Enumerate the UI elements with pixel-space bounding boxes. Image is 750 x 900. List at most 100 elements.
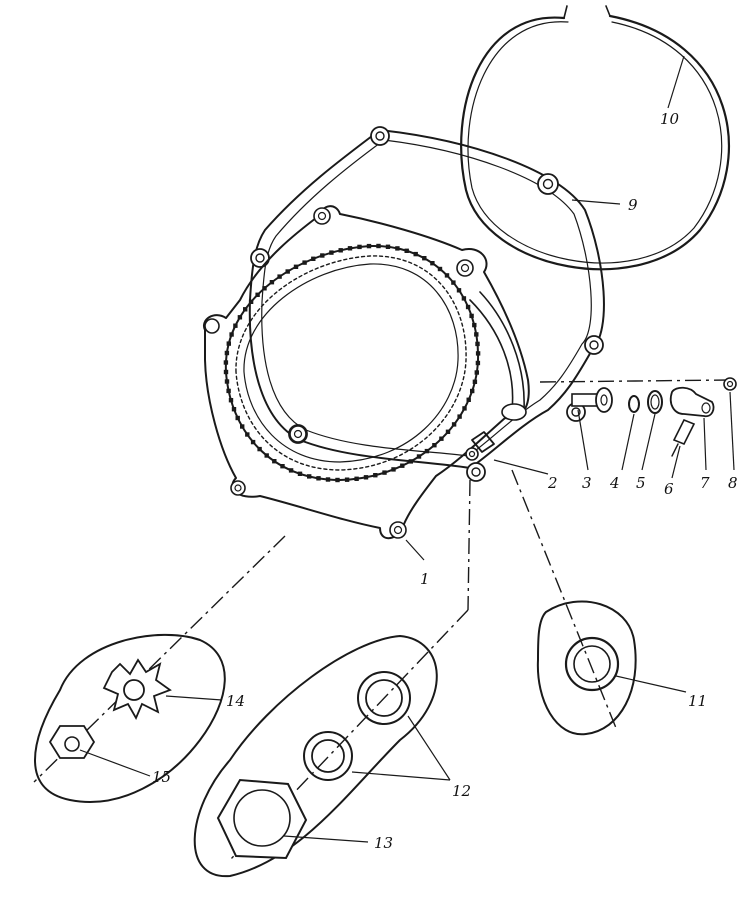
gear-tooth [422,256,427,261]
gear-tooth [280,464,285,469]
gear-tooth [257,446,262,452]
gear-tooth [400,463,405,468]
gear-tooth [474,370,479,375]
gear-tooth [457,414,462,419]
gear-tooth [297,471,303,476]
label-14: 14 [226,692,245,710]
gear-tooth [320,253,325,258]
gear-tooth [226,341,231,346]
gear-tooth [474,332,479,337]
shaft-assembly-parts-3-8 [539,377,737,457]
gear-tooth [223,369,229,375]
label-8: 8 [728,474,738,492]
gear-tooth [408,459,413,464]
gear-tooth [277,274,282,279]
gear-tooth [391,467,396,472]
gear-tooth [307,474,312,479]
gear-tooth [245,432,250,437]
gear-tooth [437,266,443,272]
gear-tooth [385,244,391,249]
gear-tooth [366,243,372,249]
label-9: 9 [628,196,638,214]
label-3: 3 [582,474,592,492]
gear-tooth [472,379,478,384]
label-12: 12 [452,782,471,800]
housing-part-1 [202,205,530,539]
label-7: 7 [700,474,710,492]
gear-tooth [456,288,462,293]
gear-tooth [338,248,343,253]
gear-tooth [272,459,277,464]
gear-tooth [439,436,444,441]
detail-bushing [511,469,637,736]
gear-tooth [231,407,237,412]
label-2: 2 [547,474,558,492]
gear-tooth [329,250,334,255]
gear-tooth [240,424,245,429]
label-11: 11 [688,692,707,710]
callout-labels: 1 2 3 4 5 6 7 8 9 10 11 12 13 14 15 [152,110,738,852]
gear-tooth [373,473,378,478]
gear-tooth [302,260,307,265]
gear-tooth [445,429,451,434]
gear-tooth [224,350,230,356]
gear-tooth [424,448,430,454]
gear-tooth [269,280,275,285]
gear-tooth [451,422,457,427]
gear-tooth [451,280,456,285]
label-13: 13 [374,834,393,852]
gear-tooth [395,246,400,251]
gear-tooth [325,477,331,482]
gear-tooth [413,251,418,257]
leader-lines [79,55,735,843]
gear-tooth [255,292,260,297]
gear-tooth [404,248,409,253]
label-15: 15 [152,768,171,786]
gear-tooth [248,299,254,304]
gear-tooth [285,269,290,274]
gear-tooth [470,388,475,394]
gear-tooth [472,322,477,328]
gear-tooth [376,243,381,249]
detail-lock-washer-and-nut [33,535,286,803]
gear-tooth [316,476,321,481]
gear-tooth [288,468,294,473]
gear-tooth [235,415,240,421]
gear-tooth [344,477,350,482]
gear-tooth [475,360,481,366]
gear-tooth [311,256,316,261]
gear-tooth [475,351,481,356]
gear-tooth [233,323,238,328]
gear-tooth [354,476,359,481]
gear-tooth [475,341,480,347]
label-4: 4 [609,474,620,492]
label-1: 1 [420,570,430,588]
retaining-ring-part-10 [460,5,730,271]
gear-tooth [363,475,369,480]
gear-tooth [382,470,387,475]
gear-tooth [357,244,362,250]
gear-tooth [250,439,256,445]
label-6: 6 [664,480,674,498]
gear-tooth [262,286,267,291]
gear-tooth [229,332,234,337]
gear-tooth [469,313,474,319]
gear-tooth [462,406,467,411]
label-5: 5 [636,474,646,492]
gear-tooth [444,273,450,278]
gear-tooth [237,315,243,320]
gear-tooth [461,296,467,301]
gear-tooth [223,360,229,365]
gear-tooth [466,397,471,402]
detail-washers-and-plug [193,479,471,878]
gear-tooth [430,261,435,266]
label-10: 10 [660,110,680,128]
gear-tooth [224,379,230,384]
gear-tooth [347,246,353,251]
gear-tooth [335,477,340,483]
gear-tooth [226,388,231,394]
gear-tooth [465,304,471,310]
gear-tooth [432,443,437,448]
gear-tooth [264,453,269,458]
